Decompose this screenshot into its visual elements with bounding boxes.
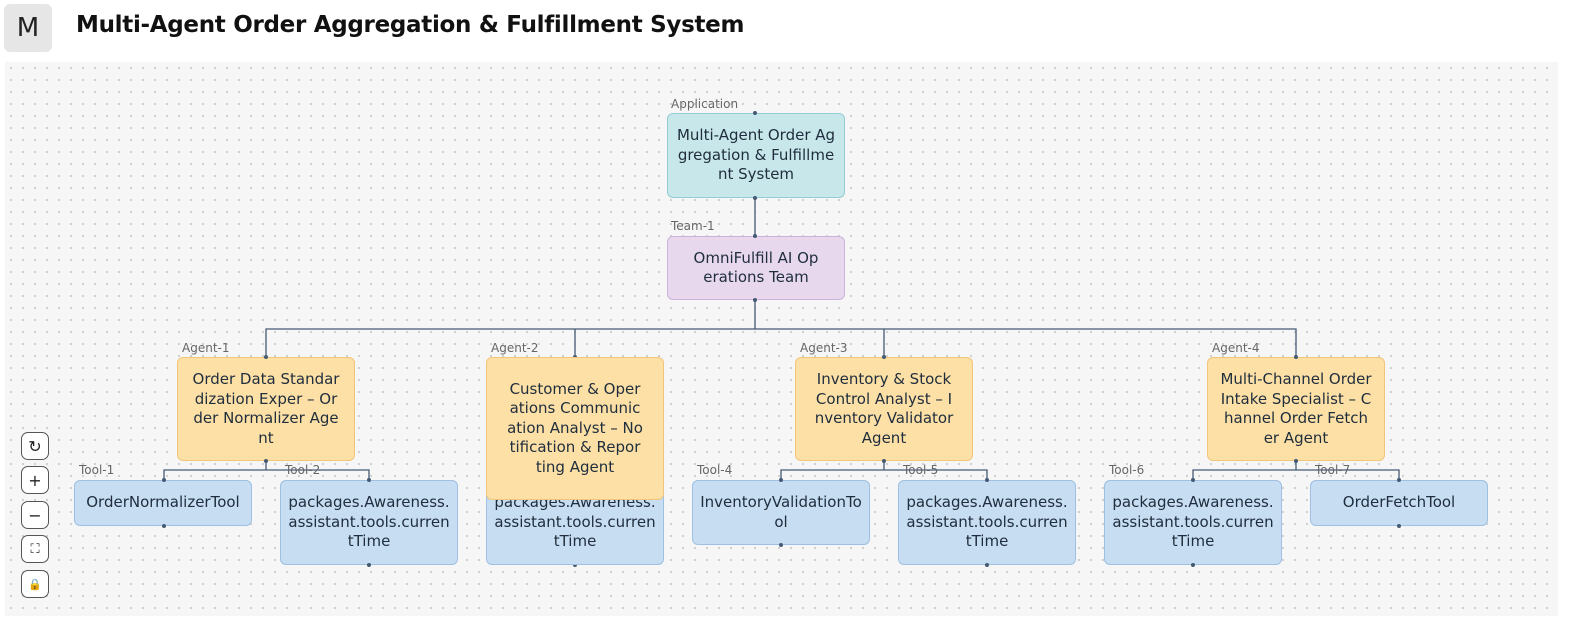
tool-4-label: InventoryValidationTool <box>700 493 862 531</box>
fit-view-button[interactable]: ⛶ <box>21 535 49 563</box>
handle-dot <box>882 459 886 463</box>
agent-2-label: Customer & Operations Communication Anal… <box>507 379 643 476</box>
handle-dot <box>573 563 577 567</box>
handle-dot <box>162 524 166 528</box>
tool-1-tag: Tool-1 <box>79 463 115 477</box>
handle-dot <box>264 355 268 359</box>
zoom-out-button[interactable]: − <box>21 501 49 529</box>
agent-3-tag: Agent-3 <box>800 341 848 355</box>
agent-2-node[interactable]: Customer & Operations Communication Anal… <box>486 357 664 500</box>
agent-4-label: Multi-Channel Order Intake Specialist – … <box>1220 370 1372 447</box>
handle-dot <box>367 563 371 567</box>
fit-view-icon: ⛶ <box>30 541 40 557</box>
tool-6-label: packages.Awareness.assistant.tools.curre… <box>1112 493 1274 551</box>
agent-1-tag: Agent-1 <box>182 341 230 355</box>
handle-dot <box>753 196 757 200</box>
reset-view-button[interactable]: ↻ <box>21 432 49 460</box>
tool-6-tag: Tool-6 <box>1109 463 1145 477</box>
team-tag: Team-1 <box>671 219 715 233</box>
handle-dot <box>264 459 268 463</box>
handle-dot <box>779 478 783 482</box>
tool-2-tag: Tool-2 <box>285 463 321 477</box>
handle-dot <box>985 563 989 567</box>
agent-3-node[interactable]: Inventory & Stock Control Analyst – Inve… <box>795 357 973 461</box>
handle-dot <box>367 478 371 482</box>
handle-dot <box>882 355 886 359</box>
tool-7-tag: Tool-7 <box>1315 463 1351 477</box>
team-node[interactable]: OmniFulfill AI Operations Team <box>667 236 845 300</box>
refresh-icon: ↻ <box>28 436 42 456</box>
team-label: OmniFulfill AI Operations Team <box>693 248 819 287</box>
agent-3-label: Inventory & Stock Control Analyst – Inve… <box>814 370 954 447</box>
lock-button[interactable]: 🔒 <box>21 570 49 598</box>
edge-agent3-tools <box>780 461 988 480</box>
edge-layer <box>163 198 1400 480</box>
handle-dot <box>1294 355 1298 359</box>
handle-dot <box>1191 563 1195 567</box>
agent-1-node[interactable]: Order Data Standardization Exper – Order… <box>177 357 355 461</box>
lock-icon: 🔒 <box>28 577 42 591</box>
tool-4-tag: Tool-4 <box>697 463 733 477</box>
tool-4-node[interactable]: InventoryValidationTool <box>692 480 870 545</box>
handle-dot <box>162 478 166 482</box>
tool-5-label: packages.Awareness.assistant.tools.curre… <box>906 493 1068 551</box>
handle-dot <box>1397 524 1401 528</box>
diagram-canvas[interactable]: Application Multi-Agent Order Aggregatio… <box>5 62 1558 616</box>
handle-dot <box>753 298 757 302</box>
edge-team-agents <box>265 300 1297 357</box>
application-tag: Application <box>671 97 739 111</box>
tool-7-label: OrderFetchTool <box>1342 493 1456 512</box>
edge-agent4-tools <box>1192 461 1400 480</box>
handle-dot <box>1191 478 1195 482</box>
tool-3-label: packages.Awareness.assistant.tools.curre… <box>494 493 656 551</box>
agent-4-tag: Agent-4 <box>1212 341 1260 355</box>
application-label: Multi-Agent Order Aggregation & Fulfillm… <box>676 126 836 184</box>
tool-5-node[interactable]: packages.Awareness.assistant.tools.curre… <box>898 480 1076 565</box>
plus-icon: + <box>28 470 42 490</box>
handle-dot <box>753 111 757 115</box>
tool-1-node[interactable]: OrderNormalizerTool <box>74 480 252 526</box>
app-logo: M <box>4 4 52 52</box>
agent-1-label: Order Data Standardization Exper – Order… <box>192 370 340 447</box>
handle-dot <box>1294 459 1298 463</box>
application-node[interactable]: Multi-Agent Order Aggregation & Fulfillm… <box>667 113 845 198</box>
agent-4-node[interactable]: Multi-Channel Order Intake Specialist – … <box>1207 357 1385 461</box>
agent-2-tag: Agent-2 <box>491 341 539 355</box>
tool-7-node[interactable]: OrderFetchTool <box>1310 480 1488 526</box>
handle-dot <box>779 543 783 547</box>
handle-dot <box>1397 478 1401 482</box>
tool-6-node[interactable]: packages.Awareness.assistant.tools.curre… <box>1104 480 1282 565</box>
zoom-in-button[interactable]: + <box>21 466 49 494</box>
tool-2-node[interactable]: packages.Awareness.assistant.tools.curre… <box>280 480 458 565</box>
handle-dot <box>985 478 989 482</box>
tool-5-tag: Tool-5 <box>903 463 939 477</box>
handle-dot <box>753 234 757 238</box>
minus-icon: − <box>28 505 42 525</box>
edge-agent1-tools <box>163 461 370 480</box>
page-title: Multi-Agent Order Aggregation & Fulfillm… <box>76 12 745 38</box>
tool-1-label: OrderNormalizerTool <box>86 493 240 512</box>
tool-2-label: packages.Awareness.assistant.tools.curre… <box>288 493 450 551</box>
